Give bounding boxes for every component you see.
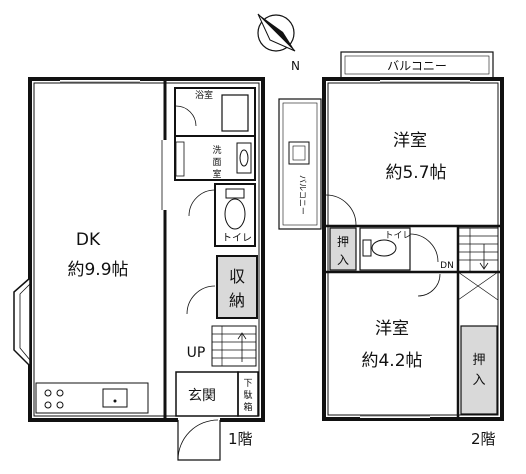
- washroom-label-3: 室: [212, 168, 221, 180]
- dk-area: 約9.9帖: [67, 260, 128, 280]
- bay-window-inner: [19, 283, 31, 362]
- shoe-box-label-1: 下: [243, 379, 252, 389]
- closet-a: [329, 227, 357, 271]
- toilet-room-wall: [214, 183, 256, 247]
- toilet-bowl-icon: [224, 198, 246, 230]
- washing-machine-space: [175, 141, 185, 177]
- closet-a-label-1: 押: [337, 235, 349, 249]
- sink-drain-icon: [113, 399, 117, 403]
- compass-needle-half-icon: [257, 13, 296, 52]
- toilet-2f-label: トイレ: [384, 231, 411, 241]
- stairs-up: [211, 325, 257, 367]
- bathroom-label: 浴室: [195, 89, 213, 101]
- floor-2-label: 2階: [471, 430, 496, 448]
- washroom-wall: [174, 135, 256, 181]
- compass-north-label: N: [291, 59, 300, 73]
- floor-1: DK 約9.9帖 浴室 洗 面 室 トイレ 収 納: [13, 77, 265, 461]
- stairs-down: [457, 227, 499, 301]
- kitchen-sink-icon: [102, 388, 128, 408]
- shoe-box-label-3: 箱: [243, 401, 252, 413]
- toilet-tank-icon: [225, 188, 245, 199]
- toilet-2f-tank-icon: [362, 239, 372, 257]
- shoe-box-label-2: 駄: [243, 389, 252, 401]
- floor-1-outer-wall: [28, 77, 265, 422]
- room-b-door-swing: [417, 273, 441, 297]
- closet-b-label-1: 押: [472, 353, 485, 368]
- washroom-label-1: 洗: [212, 144, 221, 156]
- balcony-top-label: バルコニー: [387, 59, 447, 73]
- closet-a-label-2: 入: [337, 253, 349, 267]
- room-a-area: 約5.7帖: [385, 163, 446, 183]
- storage-label-1: 収: [229, 267, 245, 286]
- storage-closet: [216, 255, 258, 319]
- aircon-unit-icon: [288, 141, 310, 165]
- room-a-name: 洋室: [393, 131, 427, 151]
- shoe-box: [237, 371, 259, 417]
- floor-2-outer-wall: [322, 77, 504, 421]
- closet-b-label-2: 入: [472, 373, 485, 388]
- room-b-area: 約4.2帖: [361, 351, 422, 371]
- toilet-2f-bowl-icon: [371, 239, 397, 257]
- room-b-name: 洋室: [375, 319, 409, 339]
- compass: N: [257, 13, 300, 73]
- dk-name: DK: [76, 230, 101, 250]
- balcony-side-label: バルコニー: [298, 175, 307, 215]
- bath-door-swing: [175, 105, 197, 127]
- entry-door: [177, 420, 221, 461]
- compass-ring: [257, 14, 295, 52]
- room-a-door-swing: [325, 194, 357, 226]
- stairs-down-label: DN: [440, 261, 454, 271]
- floor-1-inner-wall-line: [33, 82, 260, 417]
- stairs-up-label: UP: [187, 345, 206, 361]
- storage-door-swing: [186, 285, 216, 315]
- toilet-label: トイレ: [222, 233, 252, 244]
- balcony-side-rail: [282, 102, 318, 226]
- toilet-2f-door-swing: [409, 233, 439, 263]
- wash-basin-bowl-icon: [239, 149, 249, 167]
- balcony-top: [340, 51, 494, 79]
- floor-1-label: 1階: [228, 430, 253, 448]
- toilet-2f-wall: [359, 227, 411, 271]
- washroom-label-2: 面: [212, 157, 221, 168]
- bay-window: [13, 276, 31, 368]
- balcony-top-rail: [344, 55, 490, 75]
- entrance-label: 玄関: [188, 387, 216, 404]
- entry-door-swing: [177, 419, 219, 461]
- kitchen-counter: [35, 382, 149, 414]
- aircon-grille-icon: [292, 145, 306, 161]
- toilet-door-swing: [188, 189, 216, 217]
- wash-basin: [236, 142, 252, 174]
- stove-icon: [44, 389, 64, 409]
- bathtub-icon: [221, 94, 249, 132]
- storage-label-2: 納: [229, 291, 245, 310]
- floor-2: バルコニー バルコニー 洋室 約5.7帖 押 入 トイレ: [278, 51, 504, 448]
- closet-b: [460, 325, 498, 415]
